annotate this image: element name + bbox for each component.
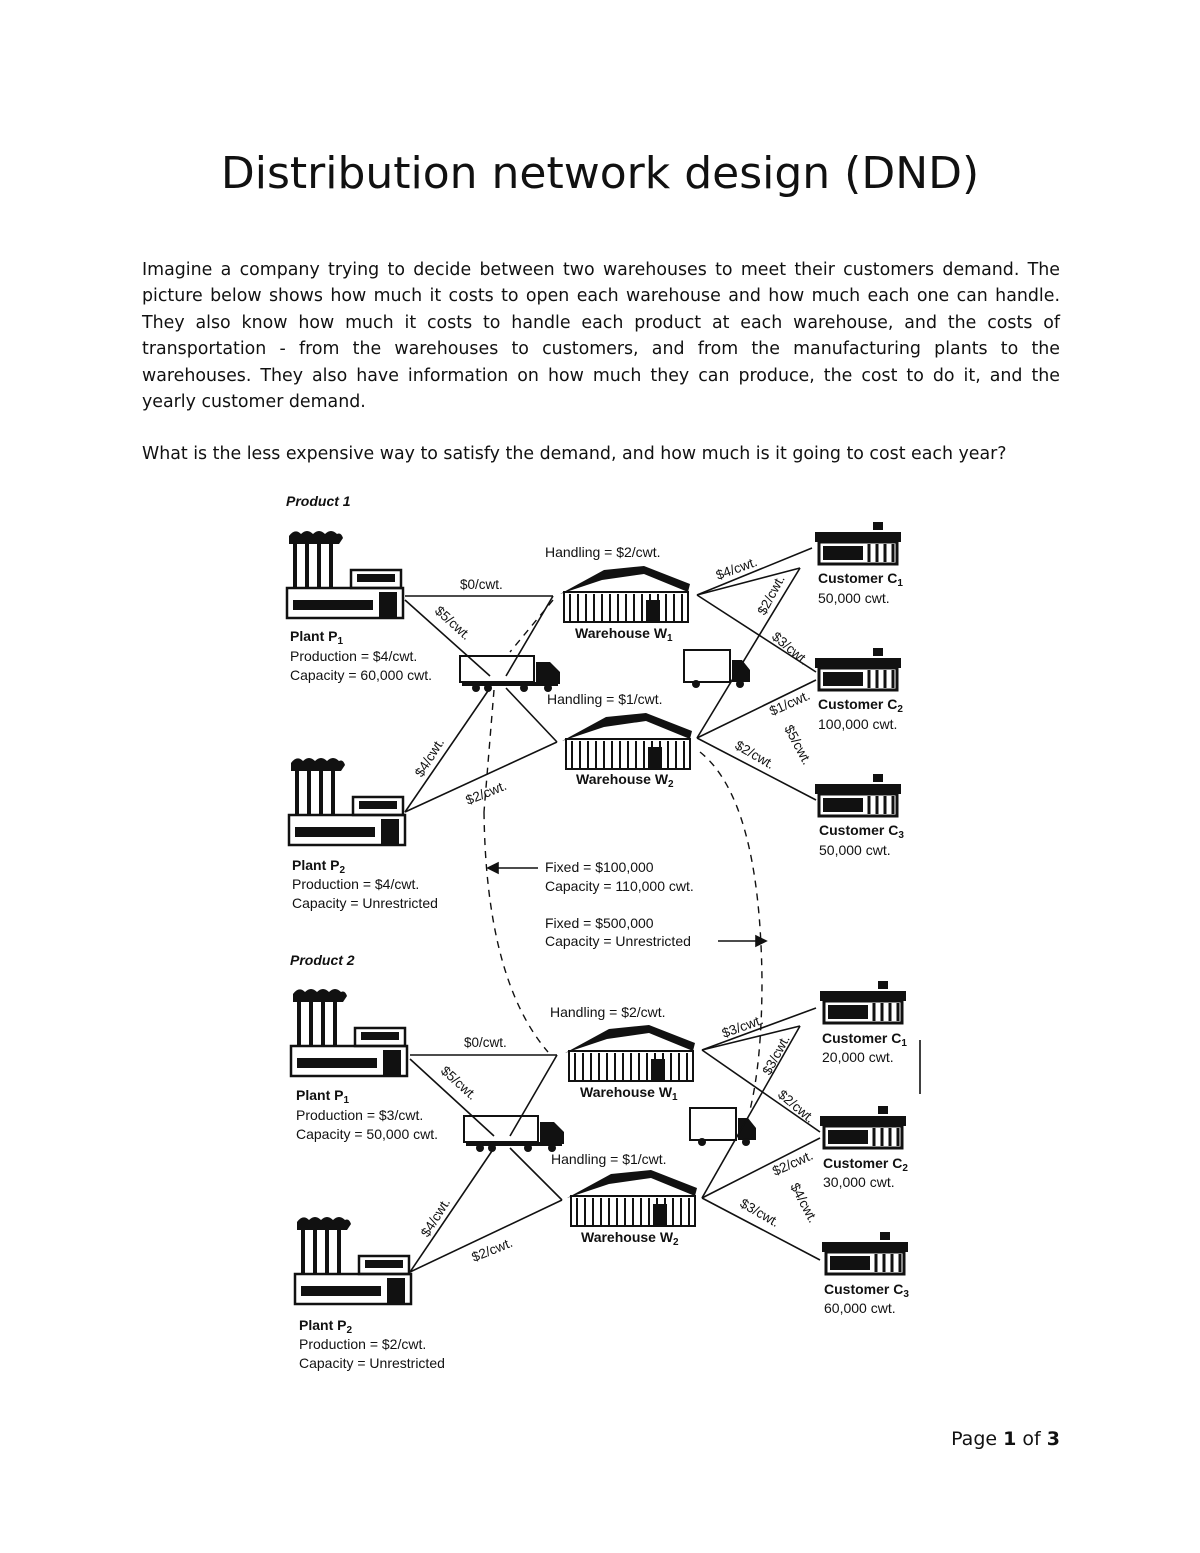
- p2-c2-demand: 30,000 cwt.: [823, 1174, 895, 1190]
- p2-cost-p1-w1: $0/cwt.: [464, 1035, 507, 1050]
- p2-plant2-capacity: Capacity = Unrestricted: [299, 1355, 445, 1371]
- w2-fixed-cost: Fixed = $500,000: [545, 915, 654, 931]
- w1-capacity: Capacity = 110,000 cwt.: [545, 878, 694, 894]
- plant1-p1-factory-icon: [285, 529, 405, 620]
- warehouse2-p1-icon: [561, 712, 693, 770]
- customer2-p1-shop-icon: [813, 646, 903, 692]
- customer3-p1-shop-icon: [813, 772, 903, 818]
- p1-cost-p1-w1: $0/cwt.: [460, 577, 503, 592]
- p1-w1-name: Warehouse W1: [575, 625, 673, 644]
- product1-label: Product 1: [286, 493, 351, 509]
- p1-c1-name: Customer C1: [818, 570, 903, 589]
- p1-w2-name: Warehouse W2: [576, 771, 674, 790]
- p1-c3-name: Customer C3: [819, 822, 904, 841]
- p2-w2-handling: Handling = $1/cwt.: [551, 1151, 667, 1167]
- p2-c2-name: Customer C2: [823, 1155, 908, 1174]
- p2-c3-demand: 60,000 cwt.: [824, 1300, 896, 1316]
- w1-fixed-cost: Fixed = $100,000: [545, 859, 654, 875]
- p1-cost-w2-c3: $5/cwt.: [781, 722, 814, 767]
- plant1-p2-factory-icon: [289, 987, 409, 1078]
- p2-cost-p2-w2: $2/cwt.: [470, 1235, 515, 1265]
- warehouse1-p1-icon: [559, 565, 691, 623]
- customer3-p2-shop-icon: [820, 1230, 910, 1276]
- w2-capacity: Capacity = Unrestricted: [545, 933, 691, 949]
- truck-p1-icon: [459, 655, 561, 693]
- p2-c1-name: Customer C1: [822, 1030, 907, 1049]
- p1-plant1-name: Plant P1: [290, 628, 343, 647]
- p2-c1-demand: 20,000 cwt.: [822, 1049, 894, 1065]
- warehouse1-p2-icon: [564, 1024, 696, 1082]
- p2-w1-handling: Handling = $2/cwt.: [550, 1004, 666, 1020]
- plant2-p1-factory-icon: [287, 756, 407, 847]
- p2-w1-name: Warehouse W1: [580, 1084, 678, 1103]
- p1-cost-p1-w2: $5/cwt.: [432, 603, 474, 643]
- p1-plant1-capacity: Capacity = 60,000 cwt.: [290, 667, 432, 683]
- p2-w2-name: Warehouse W2: [581, 1229, 679, 1248]
- p1-plant1-production: Production = $4/cwt.: [290, 648, 417, 664]
- customer1-p1-shop-icon: [813, 520, 903, 566]
- customer2-p2-shop-icon: [818, 1104, 908, 1150]
- p2-plant2-production: Production = $2/cwt.: [299, 1336, 426, 1352]
- p1-c2-name: Customer C2: [818, 696, 903, 715]
- p2-plant1-name: Plant P1: [296, 1087, 349, 1106]
- p1-c3-demand: 50,000 cwt.: [819, 842, 891, 858]
- p1-cost-w1-c3: $3/cwt.: [769, 629, 811, 668]
- p2-cost-w2-c2: $3/cwt.: [738, 1196, 783, 1230]
- p2-cost-w2-c3: $4/cwt.: [787, 1180, 820, 1225]
- p1-plant2-production: Production = $4/cwt.: [292, 876, 419, 892]
- p1-cost-w2-c2: $2/cwt.: [733, 738, 778, 772]
- customer1-p2-shop-icon: [818, 979, 908, 1025]
- van-p2-icon: [689, 1107, 757, 1147]
- p2-plant2-name: Plant P2: [299, 1317, 352, 1336]
- warehouse2-p2-icon: [566, 1169, 698, 1227]
- p2-plant1-production: Production = $3/cwt.: [296, 1107, 423, 1123]
- product2-label: Product 2: [290, 952, 355, 968]
- p2-c3-name: Customer C3: [824, 1281, 909, 1300]
- p1-c2-demand: 100,000 cwt.: [818, 716, 897, 732]
- page-title: Distribution network design (DND): [220, 148, 980, 199]
- p1-plant2-name: Plant P2: [292, 857, 345, 876]
- plant2-p2-factory-icon: [293, 1215, 413, 1306]
- intro-paragraph: Imagine a company trying to decide betwe…: [142, 260, 1060, 413]
- van-p1-icon: [683, 649, 751, 689]
- p1-plant2-capacity: Capacity = Unrestricted: [292, 895, 438, 911]
- question-paragraph: What is the less expensive way to satisf…: [142, 444, 1007, 464]
- p2-cost-w1-c2: $3/cwt.: [759, 1033, 792, 1078]
- page-number: Page 1 of 3: [951, 1428, 1060, 1450]
- p2-cost-w1-c3: $2/cwt.: [775, 1087, 817, 1126]
- p2-cost-p1-w2: $5/cwt.: [438, 1063, 480, 1103]
- p1-w1-handling: Handling = $2/cwt.: [545, 544, 661, 560]
- p1-c1-demand: 50,000 cwt.: [818, 590, 890, 606]
- p2-plant1-capacity: Capacity = 50,000 cwt.: [296, 1126, 438, 1142]
- p1-w2-handling: Handling = $1/cwt.: [547, 691, 663, 707]
